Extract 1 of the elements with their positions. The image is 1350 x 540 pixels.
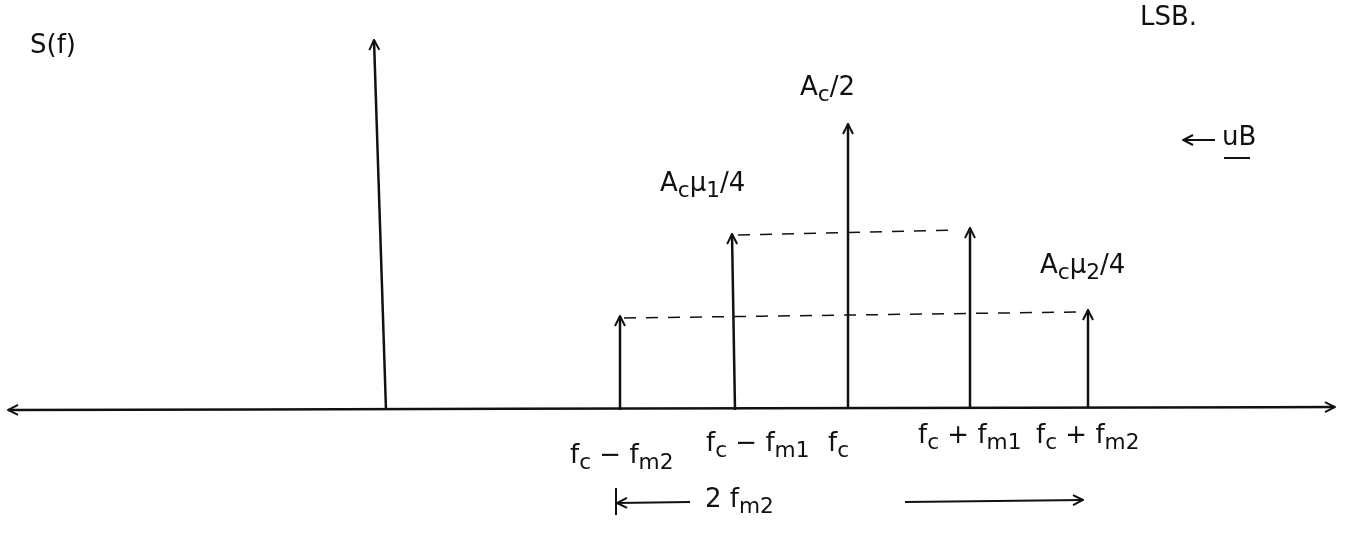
axis-label: S(f): [30, 30, 76, 59]
